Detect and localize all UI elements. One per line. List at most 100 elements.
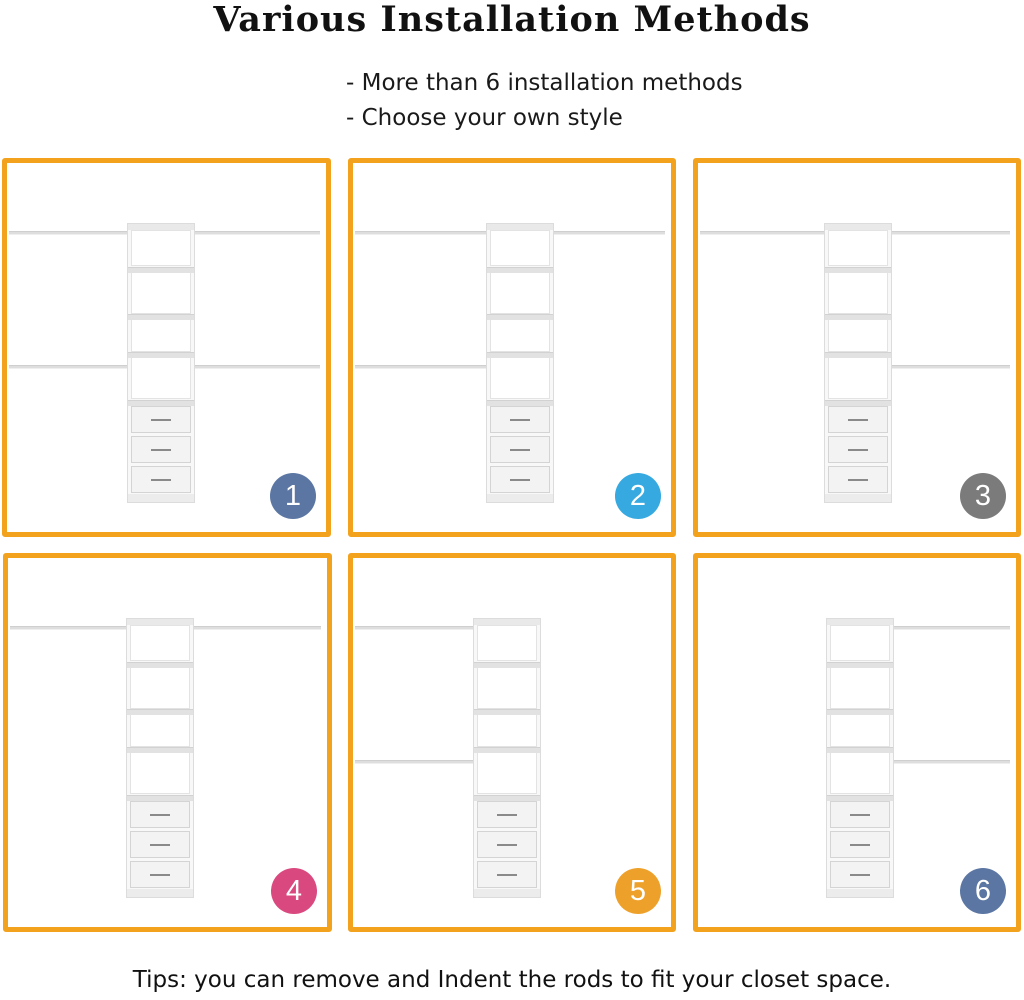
drawer [131,466,191,493]
drawer [828,406,888,433]
shelf-cubby [828,356,888,399]
shelf-cubby [490,271,550,314]
drawer-handle [497,814,517,816]
shelf-board [825,352,891,358]
rod-top-left [9,231,127,235]
method-panel-1: 1 [2,158,331,537]
method-number-badge: 6 [960,868,1006,914]
shelf-board [487,314,553,320]
closet-tower [127,223,195,503]
closet-tower [826,618,894,898]
shelf-cubby [477,666,537,709]
drawer [828,466,888,493]
shelf-board [127,747,193,753]
shelf-cubby [828,230,888,266]
drawer [131,436,191,463]
tower-base [487,494,553,502]
shelf-cubby [490,356,550,399]
rod-top-right [892,231,1010,235]
shelf-cubby [477,714,537,747]
shelf-cubby [830,751,890,794]
shelf-board [825,314,891,320]
tower-base [825,494,891,502]
shelf-board [827,662,893,668]
drawer [830,801,890,828]
shelf-board [825,400,891,406]
feature-item: - Choose your own style [346,105,623,131]
tower-base [128,494,194,502]
shelf-board [127,662,193,668]
tips-text: Tips: you can remove and Indent the rods… [132,967,892,993]
drawer [830,831,890,858]
rod-lower-right [894,760,1010,764]
drawer-handle [151,449,171,451]
tower-base [127,889,193,897]
shelf-cubby [490,230,550,266]
drawer-handle [151,479,171,481]
method-panel-5: 5 [348,553,676,932]
method-number-badge: 5 [615,868,661,914]
drawer-handle [497,844,517,846]
drawer-handle [150,874,170,876]
tower-base [827,889,893,897]
drawer-handle [510,449,530,451]
shelf-board [827,747,893,753]
shelf-board [128,400,194,406]
shelf-cubby [830,714,890,747]
shelf-cubby [490,319,550,352]
shelf-cubby [130,625,190,661]
method-panel-3: 3 [693,158,1021,537]
feature-list: - More than 6 installation methods - Cho… [346,66,743,136]
drawer-handle [850,814,870,816]
shelf-board [825,267,891,273]
drawer-handle [848,419,868,421]
drawer-handle [150,844,170,846]
rod-top-right [194,626,321,630]
closet-tower [126,618,194,898]
drawer-handle [848,479,868,481]
rod-lower-left [355,760,473,764]
shelf-board [487,352,553,358]
shelf-cubby [131,271,191,314]
drawer [131,406,191,433]
tower-top [487,224,553,230]
rod-top-left [355,626,473,630]
shelf-board [474,747,540,753]
method-number-badge: 2 [615,473,661,519]
drawer [830,861,890,888]
method-panel-2: 2 [348,158,676,537]
rod-top-left [10,626,126,630]
shelf-cubby [131,356,191,399]
shelf-board [827,709,893,715]
drawer [477,801,537,828]
rod-lower-left [355,365,486,369]
method-panel-6: 6 [693,553,1021,932]
shelf-cubby [828,319,888,352]
method-number-badge: 1 [270,473,316,519]
shelf-board [474,662,540,668]
rod-top-left [700,231,824,235]
rod-lower-left [9,365,127,369]
shelf-cubby [130,714,190,747]
method-panel-4: 4 [3,553,332,932]
drawer-handle [497,874,517,876]
shelf-board [127,795,193,801]
rod-lower-right [195,365,320,369]
rod-top-left [355,231,486,235]
shelf-cubby [131,319,191,352]
drawer-handle [151,419,171,421]
drawer [130,861,190,888]
drawer [490,406,550,433]
method-number-badge: 4 [271,868,317,914]
drawer-handle [150,814,170,816]
shelf-board [474,795,540,801]
shelf-cubby [130,751,190,794]
shelf-cubby [830,666,890,709]
drawer [130,801,190,828]
shelf-board [127,709,193,715]
drawer-handle [510,479,530,481]
shelf-cubby [130,666,190,709]
tower-top [825,224,891,230]
drawer-handle [850,844,870,846]
shelf-board [474,709,540,715]
